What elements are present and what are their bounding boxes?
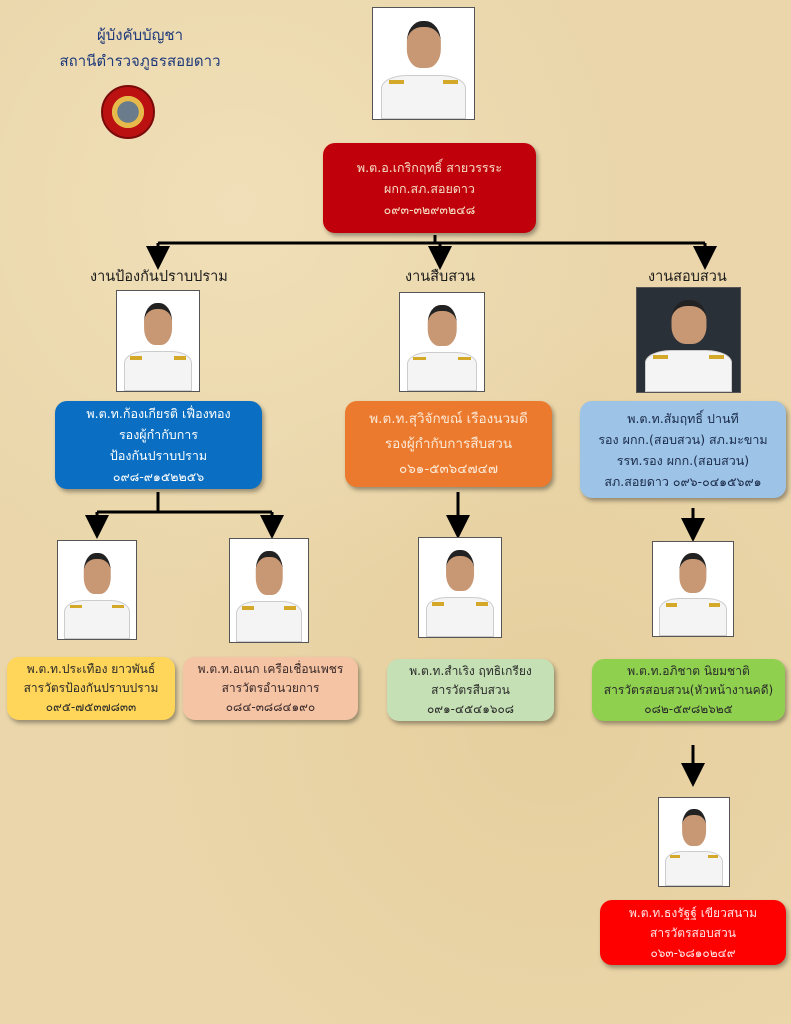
inspector-position: สารวัตรอำนวยการ: [221, 681, 320, 695]
chief-position: ผกก.สภ.สอยดาว: [384, 180, 475, 196]
deputy-position-detail: ป้องกันปราบปราม: [109, 448, 208, 463]
section-prevention: งานป้องกันปราบปราม: [90, 269, 228, 285]
inspector-photo: [658, 797, 730, 887]
deputy-phone: ๐๖๑-๕๓๖๔๗๔๗: [398, 460, 498, 477]
inspector-box: พ.ต.ท.อภิชาต นิยมชาติ สารวัตรสอบสวน(หัวห…: [592, 659, 785, 721]
deputy-box: พ.ต.ท.สัมฤทธิ์ ปานที รอง ผกก.(สอบสวน) สภ…: [580, 401, 786, 498]
deputy-phone: ๐๙๘-๙๑๕๒๒๕๖: [112, 469, 205, 484]
inspector-photo: [57, 540, 137, 640]
inspector-name: พ.ต.ท.ธงรัฐฐ์ เขียวสนาม: [629, 905, 757, 920]
deputy-position: รองผู้กำกับการ: [118, 427, 199, 442]
inspector-photo: [418, 537, 502, 638]
inspector-phone: ๐๘๔-๓๘๘๔๑๙๐: [225, 700, 316, 714]
section-inquiry: งานสอบสวน: [648, 269, 727, 285]
org-header: ผู้บังคับบัญชา สถานีตำรวจภูธรสอยดาว: [40, 22, 240, 74]
header-title: ผู้บังคับบัญชา: [96, 26, 184, 44]
inspector-phone: ๐๘๒-๕๙๘๒๖๒๕: [644, 701, 733, 716]
deputy-photo: [399, 292, 485, 392]
inspector-position: สารวัตรสอบสวน: [650, 925, 736, 940]
deputy-box: พ.ต.ท.สุวิจักขณ์ เรืองนวมดี รองผู้กำกับก…: [345, 401, 552, 487]
deputy-photo: [116, 290, 200, 392]
chief-box: พ.ต.อ.เกริกฤทธิ์ สายวรรระ ผกก.สภ.สอยดาว …: [323, 143, 536, 233]
deputy-photo: [636, 287, 741, 393]
inspector-phone: ๐๙๕-๗๕๓๗๘๓๓: [45, 700, 137, 714]
header-station: สถานีตำรวจภูธรสอยดาว: [59, 52, 221, 70]
deputy-position-detail: รรท.รอง ผกก.(สอบสวน): [616, 452, 750, 468]
inspector-position: สารวัตรสอบสวน(หัวหน้างานคดี): [603, 682, 774, 697]
section-investigation: งานสืบสวน: [405, 269, 476, 285]
deputy-position: รอง ผกก.(สอบสวน) สภ.มะขาม: [598, 431, 768, 447]
deputy-position: รองผู้กำกับการสืบสวน: [384, 435, 513, 452]
inspector-phone: ๐๙๑-๔๕๔๑๖๐๘: [426, 701, 515, 716]
police-emblem-logo: [101, 85, 155, 139]
deputy-phone: สภ.สอยดาว ๐๙๖-๐๔๑๕๖๙๑: [604, 473, 762, 489]
inspector-phone: ๐๖๓-๖๘๑๐๒๔๙: [650, 945, 736, 960]
deputy-name: พ.ต.ท.สัมฤทธิ์ ปานที: [627, 410, 739, 426]
chief-name: พ.ต.อ.เกริกฤทธิ์ สายวรรระ: [356, 159, 503, 175]
inspector-name: พ.ต.ท.อเนก เครือเชื่อนเพชร: [197, 662, 344, 676]
inspector-position: สารวัตรป้องกันปราบปราม: [23, 681, 159, 695]
inspector-photo: [652, 541, 734, 637]
inspector-name: พ.ต.ท.อภิชาต นิยมชาติ: [627, 663, 750, 678]
inspector-position: สารวัตรสืบสวน: [431, 682, 510, 697]
inspector-name: พ.ต.ท.สำเริง ฤทธิเกรียง: [409, 663, 532, 678]
inspector-box: พ.ต.ท.ประเทือง ยาวพันธ์ สารวัตรป้องกันปร…: [7, 657, 175, 720]
deputy-box: พ.ต.ท.ก้องเกียรติ เฟื่องทอง รองผู้กำกับก…: [55, 401, 262, 489]
inspector-box: พ.ต.ท.อเนก เครือเชื่อนเพชร สารวัตรอำนวยก…: [183, 657, 358, 720]
inspector-photo: [229, 538, 309, 643]
deputy-name: พ.ต.ท.สุวิจักขณ์ เรืองนวมดี: [369, 410, 528, 427]
inspector-name: พ.ต.ท.ประเทือง ยาวพันธ์: [26, 662, 156, 676]
inspector-box: พ.ต.ท.ธงรัฐฐ์ เขียวสนาม สารวัตรสอบสวน ๐๖…: [600, 900, 786, 965]
deputy-name: พ.ต.ท.ก้องเกียรติ เฟื่องทอง: [86, 406, 231, 421]
chief-photo: [372, 7, 475, 120]
chief-phone: ๐๙๓-๓๒๙๓๒๔๘: [383, 201, 476, 217]
inspector-box: พ.ต.ท.สำเริง ฤทธิเกรียง สารวัตรสืบสวน ๐๙…: [387, 659, 554, 721]
